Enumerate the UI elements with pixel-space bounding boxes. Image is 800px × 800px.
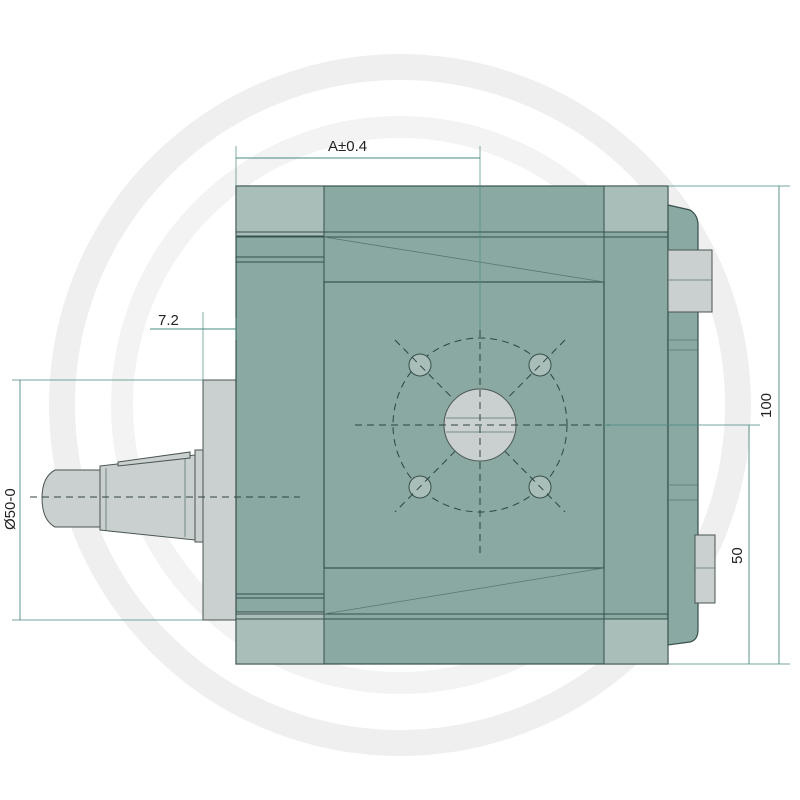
- dimension-label-flange-offset: 7.2: [158, 312, 179, 329]
- lower-port-fitting: [694, 534, 716, 604]
- upper-port-fitting: [667, 249, 713, 313]
- dimension-label-center-distance: A±0.4: [328, 138, 367, 155]
- mounting-flange: [194, 379, 239, 621]
- front-cover-top: [235, 185, 325, 237]
- dimension-pilot-diameter: Ø50-0: [2, 379, 203, 621]
- dimension-center-height: 50: [604, 424, 760, 664]
- rear-cover-top: [603, 185, 669, 233]
- rear-cover-bottom: [603, 618, 669, 665]
- dimension-label-center-height: 50: [729, 547, 746, 564]
- dimension-label-pilot-diameter: Ø50-0: [2, 488, 19, 530]
- drive-shaft: [41, 451, 196, 541]
- shaft-tip: [41, 469, 101, 528]
- shaft-key: [117, 451, 191, 467]
- dimension-overall-height: 100: [668, 185, 790, 665]
- dimension-center-distance: A±0.4: [235, 138, 481, 330]
- bolt-pattern: [355, 330, 610, 555]
- front-cover-bottom: [235, 611, 325, 665]
- pilot-ring: [202, 379, 239, 621]
- dimension-label-overall-height: 100: [758, 393, 775, 418]
- dimension-flange-offset: 7.2: [150, 312, 237, 380]
